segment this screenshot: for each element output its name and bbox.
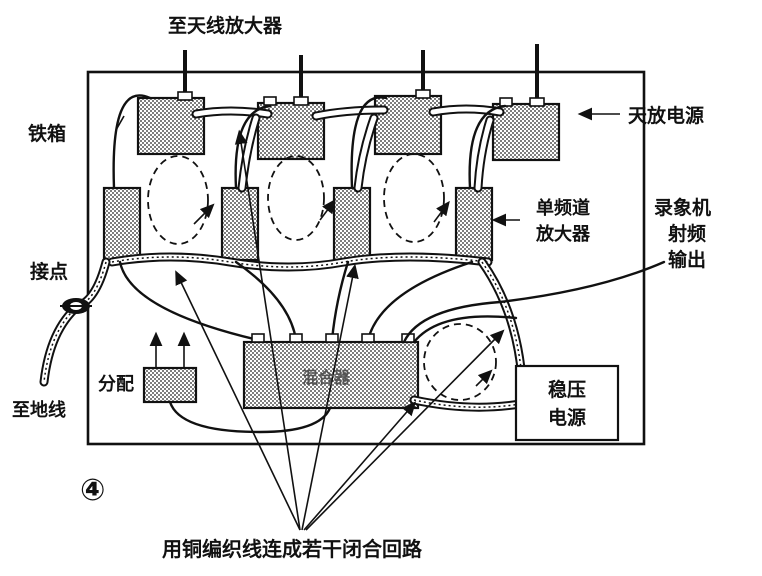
splitter-box (142, 366, 198, 404)
label-vcr-1: 录象机 (654, 196, 711, 219)
channel-amplifier-3 (332, 186, 372, 262)
antenna-amplifier-1 (136, 96, 206, 156)
label-ground-wire: 至地线 (12, 399, 66, 421)
label-single-channel-2: 放大器 (535, 223, 591, 245)
loop-direction-arrows (193, 198, 493, 387)
mixer-connectors (251, 333, 415, 343)
label-pointers (115, 107, 620, 227)
label-vcr-2: 射频 (667, 222, 706, 245)
vertical-braids (237, 113, 495, 193)
label-regulator-1: 稳压 (548, 378, 586, 401)
splitter-outputs (149, 331, 191, 368)
label-antenna-power: 天放电源 (628, 104, 704, 127)
antenna-amplifier-3 (373, 94, 443, 156)
label-bottom-caption: 用铜编织线连成若干闭合回路 (162, 537, 423, 561)
middle-braid (107, 252, 493, 272)
antenna-masts (183, 44, 539, 104)
iron-box-outline (86, 70, 646, 446)
contact-point (60, 298, 92, 314)
regulator-box (514, 364, 620, 442)
channel-amplifier-4 (454, 186, 494, 262)
label-mixer: 混合器 (302, 368, 351, 387)
label-figure-number: ④ (80, 473, 105, 508)
label-single-channel-1: 单频道 (536, 197, 590, 219)
label-iron-box: 铁箱 (28, 122, 66, 145)
caption-leader-lines (175, 129, 505, 531)
label-splitter: 分配 (98, 374, 134, 395)
splitter-input-wire (168, 400, 332, 434)
right-braid (409, 257, 527, 412)
label-contact: 接点 (30, 261, 68, 283)
label-regulator-2: 电源 (548, 406, 586, 429)
vcr-rf-output-wire (402, 260, 666, 344)
rf-wires-top (112, 94, 507, 190)
label-top-title: 至天线放大器 (168, 14, 283, 37)
label-vcr-3: 输出 (668, 248, 706, 271)
mixer-output-wire (412, 315, 518, 344)
channel-to-mixer-wires (118, 260, 474, 342)
top-connectors (177, 89, 545, 107)
channel-amplifier-1 (102, 186, 142, 262)
closed-loop-indicators (147, 153, 497, 401)
top-braid-links (191, 104, 505, 121)
